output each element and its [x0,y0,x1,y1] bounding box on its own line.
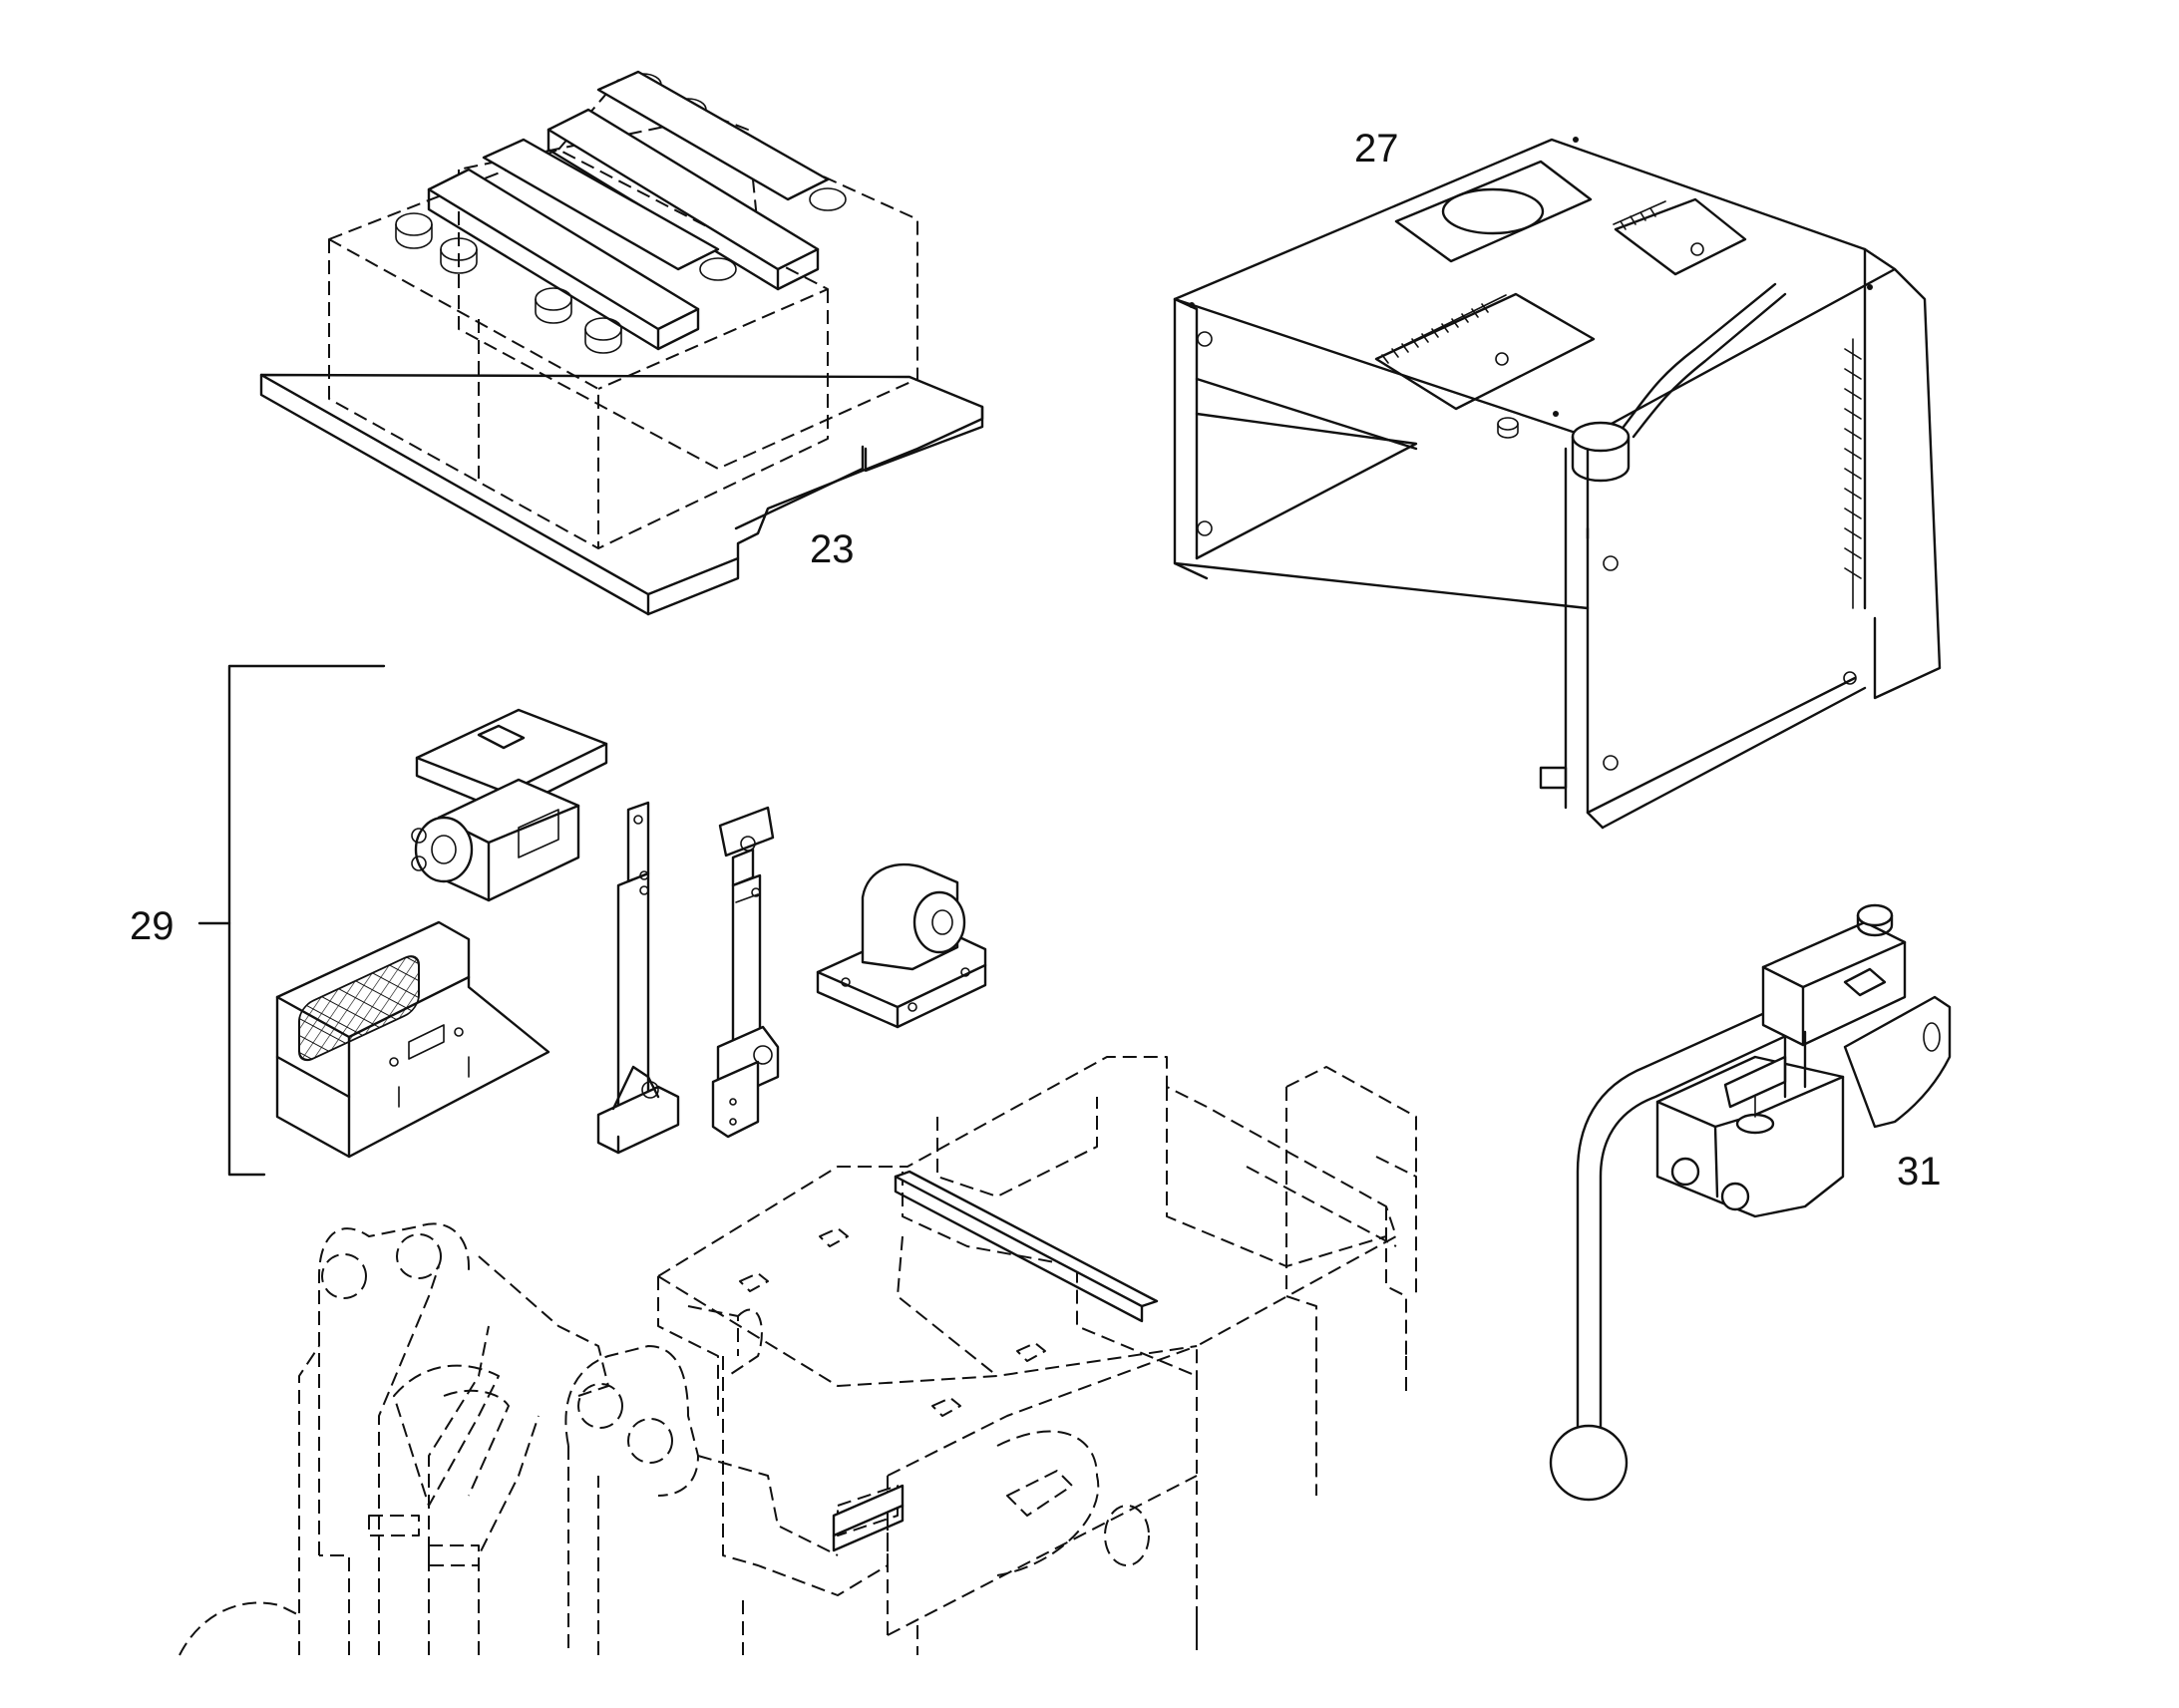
kit-bracket [227,664,386,1177]
hood-assembly [1173,137,1942,830]
battery-tray-assembly [259,70,984,616]
callout-27: 27 [1354,127,1399,171]
control-lever-assembly [1549,903,1952,1502]
callout-23: 23 [810,527,855,571]
frame-solid-bars [832,1170,1159,1552]
callout-29: 29 [130,904,175,948]
mounting-kit [197,664,987,1177]
main-frame [179,1056,1417,1656]
callout-31: 31 [1897,1150,1942,1194]
